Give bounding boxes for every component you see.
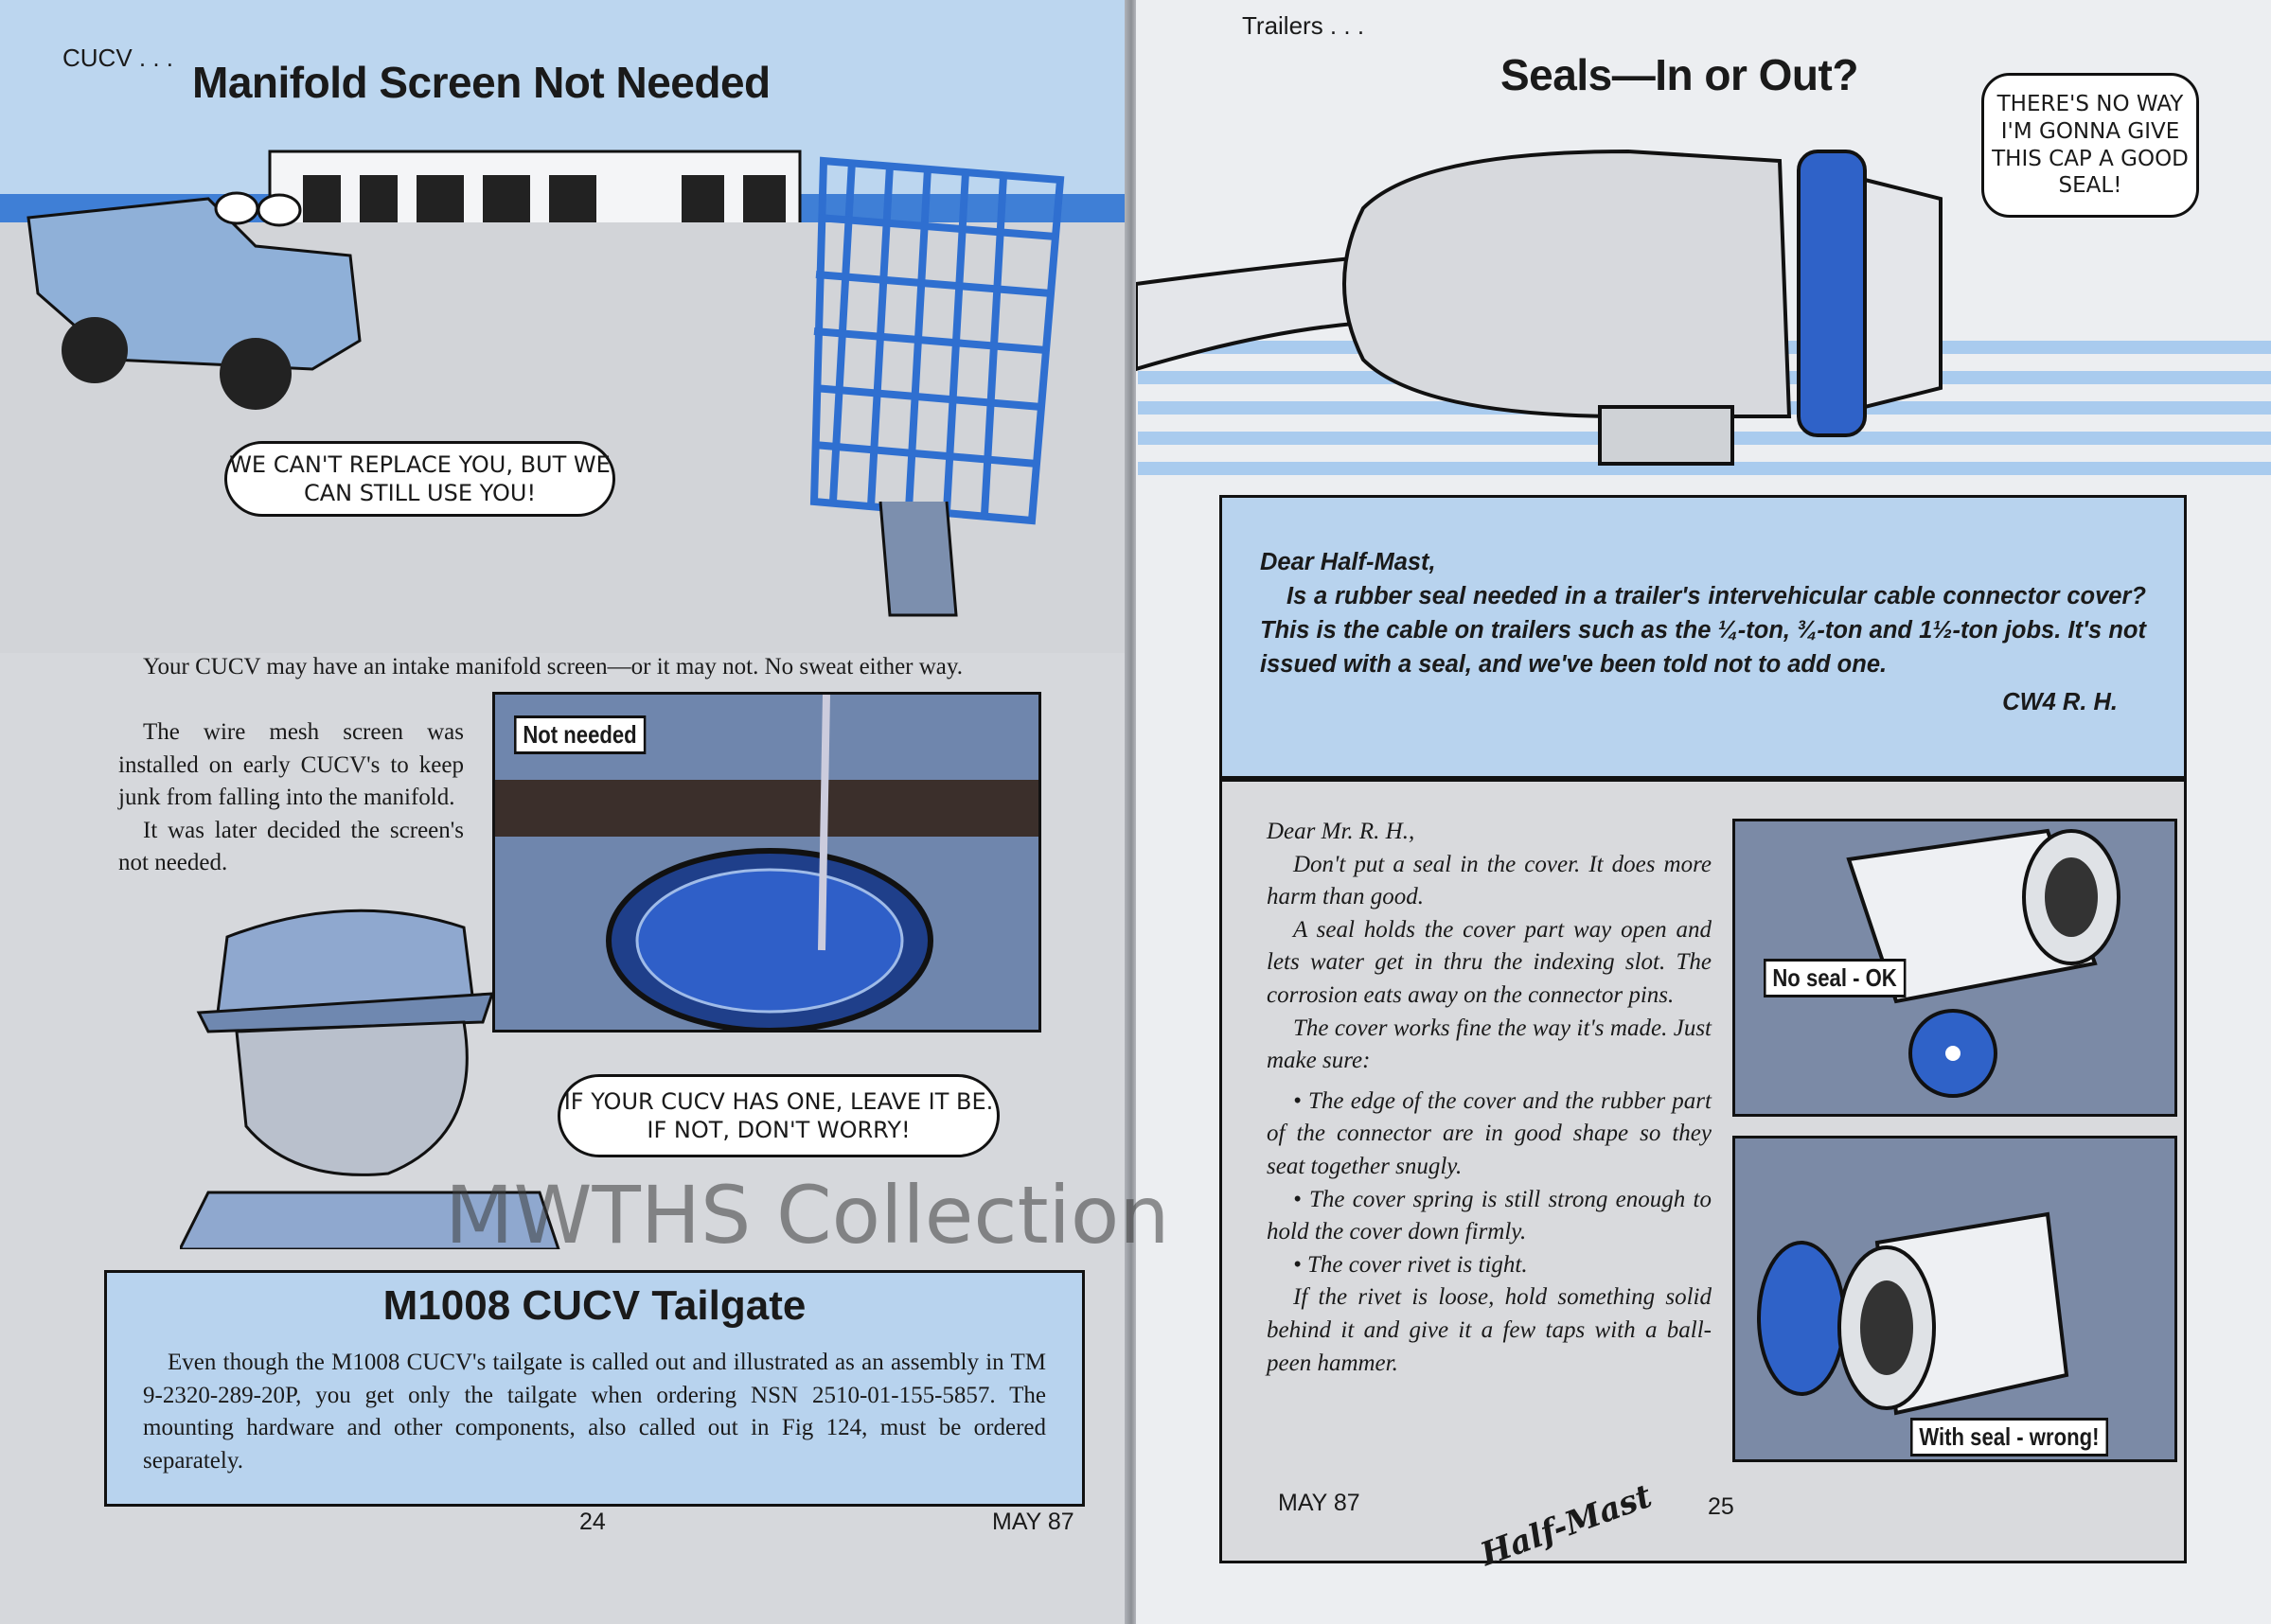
body-intro: Your CUCV may have an intake manifold sc… [118,651,1027,684]
answer-bullet: • The cover rivet is tight. [1293,1251,1528,1278]
answer-text: Dear Mr. R. H., Don't put a seal in the … [1267,816,1712,1380]
answer-salutation: Dear Mr. R. H., [1267,819,1415,844]
answer-bullet: • The edge of the cover and the rubber p… [1267,1087,1712,1179]
letter-signature: CW4 R. H. [2002,689,2118,715]
issue-date: MAY 87 [1278,1490,1360,1516]
letter-box: Dear Half-Mast, Is a rubber seal needed … [1219,495,2187,779]
page-number: 25 [1708,1493,1734,1520]
body-text: The wire mesh screen was installed on ea… [118,716,464,880]
connector-no-seal-illustration [1846,828,2120,1098]
speech-bubble-seal: THERE'S NO WAY I'M GONNA GIVE THIS CAP A… [1981,73,2199,218]
speech-bubble-screen: WE CAN'T REPLACE YOU, BUT WE CAN STILL U… [224,441,615,517]
cucv-cartoon-illustration [0,150,1131,653]
watermark: MWTHS Collection [445,1169,1170,1262]
page-title: Seals—In or Out? [1500,50,1858,99]
tailgate-title: M1008 CUCV Tailgate [382,1282,807,1329]
page-title: Manifold Screen Not Needed [192,58,771,107]
no-seal-ok-label: No seal - OK [1764,959,1907,997]
issue-date: MAY 87 [992,1509,1074,1535]
decor-stripe [1138,462,2271,475]
answer-paragraph: Don't put a seal in the cover. It does m… [1267,851,1712,910]
manifold-photo-panel: Not needed [492,692,1041,1033]
answer-paragraph: A seal holds the cover part way open and… [1267,916,1712,1008]
connector-with-seal-illustration [1757,1211,2069,1416]
answer-bullet: • The cover spring is still strong enoug… [1267,1186,1712,1245]
answer-paragraph: If the rivet is loose, hold something so… [1267,1284,1712,1376]
sergeant-cartoon-illustration [180,909,560,1249]
body-paragraph: The wire mesh screen was installed on ea… [118,719,464,810]
tailgate-text: Even though the M1008 CUCV's tailgate is… [143,1350,1046,1474]
page-number: 24 [579,1509,606,1535]
section-label: Trailers . . . [1242,11,1365,40]
body-paragraph: It was later decided the screen's not ne… [118,817,464,876]
with-seal-photo-panel: With seal - wrong! [1732,1136,2177,1462]
tailgate-box: M1008 CUCV Tailgate Even though the M100… [104,1270,1085,1507]
body-paragraph: Your CUCV may have an intake manifold sc… [143,654,964,680]
speech-bubble-sergeant: IF YOUR CUCV HAS ONE, LEAVE IT BE. IF NO… [558,1074,1000,1157]
not-needed-label: Not needed [514,715,647,754]
letter-text: Is a rubber seal needed in a trailer's i… [1260,583,2146,678]
no-seal-photo-panel: No seal - OK [1732,819,2177,1117]
with-seal-wrong-label: With seal - wrong! [1910,1418,2108,1456]
letter-salutation: Dear Half-Mast, [1260,549,1436,575]
book-spine [1125,0,1138,1624]
connector-cover-illustration [1136,149,1943,466]
section-label: CUCV . . . [62,44,174,72]
answer-paragraph: The cover works fine the way it's made. … [1267,1015,1712,1074]
